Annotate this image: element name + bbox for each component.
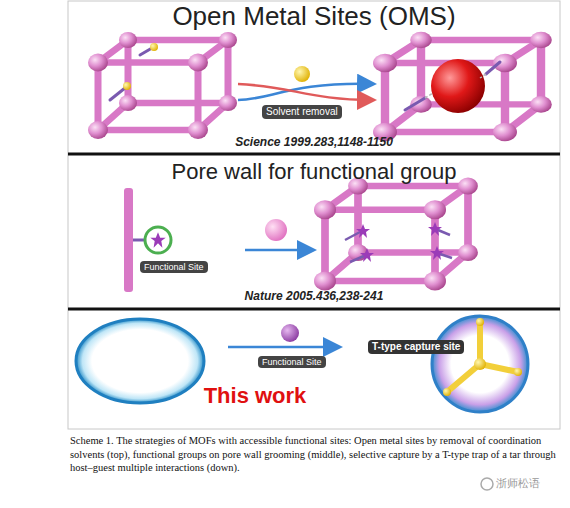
citation: Science 1999.283,1148-1150 [70, 136, 558, 150]
illustration-part [76, 319, 204, 403]
illustration-part [514, 368, 522, 376]
illustration-part [440, 254, 452, 258]
illustration-part [124, 188, 133, 292]
illustration-part [474, 358, 486, 370]
illustration-part [245, 249, 312, 252]
illustration-part [373, 32, 552, 141]
illustration-part [68, 308, 560, 311]
illustration-part [133, 239, 145, 242]
illustration-part [477, 322, 483, 364]
panel-heading: Open Metal Sites (OMS) [70, 2, 558, 32]
illustration-part [425, 93, 433, 98]
illustration-part [443, 388, 451, 396]
illustration-part [68, 1, 560, 429]
illustration-part [281, 324, 299, 342]
step-label: Solvent removal [262, 105, 342, 119]
panel-heading: Pore wall for functional group [70, 159, 558, 184]
illustration-part [425, 74, 486, 98]
illustration-part [88, 32, 237, 139]
illustration-part [430, 246, 444, 260]
illustration-part [476, 318, 484, 326]
illustration-part [447, 364, 480, 392]
illustration-part [294, 66, 310, 82]
illustration-part [238, 84, 372, 100]
site-label: Functional Site [258, 356, 326, 368]
illustration-part [360, 248, 374, 262]
illustration-part [480, 74, 486, 78]
illustration-part [447, 322, 518, 392]
illustration-part [140, 48, 152, 55]
illustration-part [150, 232, 165, 247]
illustration-part [345, 232, 360, 240]
illustration-part [110, 48, 152, 100]
illustration-part [405, 98, 425, 110]
figure-caption: Scheme 1. The strategies of MOFs with ac… [70, 434, 558, 475]
illustration-part [350, 256, 364, 262]
illustration-part [110, 88, 125, 100]
illustration-part [431, 59, 485, 113]
illustration-part [145, 227, 171, 253]
illustration-part [356, 224, 370, 238]
illustration-part [405, 62, 500, 110]
site-label: Functional Site [140, 261, 208, 273]
illustration-part [432, 316, 528, 412]
illustration-part [150, 43, 158, 51]
illustration-part [68, 153, 560, 156]
watermark: 浙师松语 [496, 477, 540, 490]
illustration-part [228, 346, 338, 349]
illustration-part [486, 62, 500, 74]
illustration-part [238, 84, 372, 100]
illustration-part [314, 177, 478, 290]
site-label: T-type capture site [368, 340, 464, 354]
illustration-part [428, 222, 442, 236]
illustration-part [481, 478, 493, 490]
work-label: This work [150, 383, 360, 408]
citation: Nature 2005.436,238-241 [70, 290, 558, 304]
illustration-part [265, 219, 287, 241]
illustration-part [123, 82, 131, 90]
illustration-part [438, 230, 450, 235]
